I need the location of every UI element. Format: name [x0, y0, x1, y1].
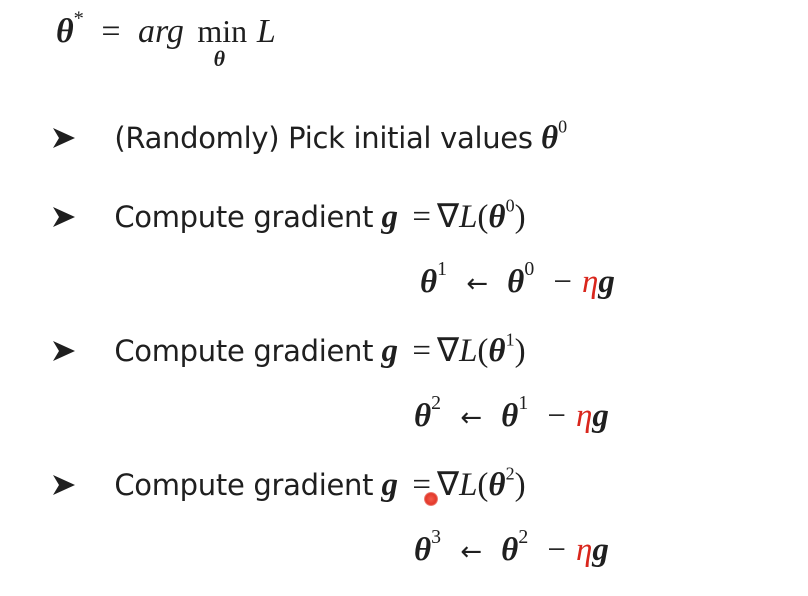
nabla-symbol: ∇	[436, 333, 460, 369]
equals-sign: =	[412, 199, 431, 235]
learning-rate-eta: η	[582, 264, 599, 300]
loss-symbol: L	[256, 13, 276, 50]
update-step-3: θ3 ← θ2 −ηg	[414, 527, 609, 569]
open-paren: (	[477, 333, 489, 369]
left-arrow-icon: ←	[460, 537, 482, 567]
laser-pointer-icon	[424, 492, 438, 506]
theta-symbol: θ	[488, 333, 506, 369]
theta-superscript: 2	[505, 463, 515, 484]
nabla-symbol: ∇	[436, 199, 460, 235]
open-paren: (	[477, 199, 489, 235]
theta-superscript: 0	[505, 195, 515, 216]
arrowhead-bullet-icon	[53, 475, 75, 495]
update-step-1: θ1 ← θ0 −ηg	[420, 259, 615, 301]
learning-rate-eta: η	[576, 398, 593, 434]
left-arrow-icon: ←	[466, 269, 488, 299]
learning-rate-eta: η	[576, 532, 593, 568]
theta-superscript: 3	[431, 526, 442, 549]
arrowhead-bullet-icon	[53, 207, 75, 227]
arrowhead-bullet-icon	[53, 341, 75, 361]
star-superscript: *	[73, 7, 84, 30]
minus-sign: −	[547, 532, 566, 568]
gradient-g-symbol: g	[381, 199, 399, 235]
minus-sign: −	[547, 398, 566, 434]
nabla-symbol: ∇	[436, 467, 460, 503]
theta-symbol: θ	[501, 398, 519, 434]
theta-star-symbol: θ	[56, 13, 74, 50]
bullet-compute-gradient-2: Compute gradient g =∇L(θ2)	[52, 464, 526, 504]
arg-text: arg	[137, 13, 184, 50]
min-subscript-theta: θ	[213, 46, 226, 71]
objective-formula: θ* = arg min θ L	[56, 8, 276, 71]
theta-symbol: θ	[540, 120, 559, 156]
open-paren: (	[477, 467, 489, 503]
gradient-g-symbol: g	[592, 532, 609, 568]
close-paren: )	[514, 199, 526, 235]
gradient-g-symbol: g	[381, 467, 399, 503]
theta-symbol: θ	[420, 264, 438, 300]
theta-superscript: 0	[558, 116, 568, 137]
theta-symbol: θ	[507, 264, 525, 300]
equals-sign: =	[412, 333, 431, 369]
close-paren: )	[514, 333, 526, 369]
theta-symbol: θ	[414, 532, 432, 568]
equals-sign: =	[101, 13, 121, 50]
bullet-compute-gradient-1: Compute gradient g =∇L(θ1)	[52, 330, 526, 370]
minus-sign: −	[553, 264, 572, 300]
bullet-text: Compute gradient	[114, 200, 374, 234]
bullet-compute-gradient-0: Compute gradient g =∇L(θ0)	[52, 196, 526, 236]
theta-superscript: 1	[518, 392, 529, 415]
theta-symbol: θ	[501, 532, 519, 568]
loss-symbol: L	[459, 333, 478, 369]
theta-symbol: θ	[488, 467, 506, 503]
theta-superscript: 1	[505, 329, 515, 350]
gradient-g-symbol: g	[381, 333, 399, 369]
bullet-text: (Randomly) Pick initial values	[114, 121, 533, 155]
bullet-text: Compute gradient	[114, 334, 374, 368]
left-arrow-icon: ←	[460, 403, 482, 433]
bullet-text: Compute gradient	[114, 468, 374, 502]
theta-superscript: 0	[524, 258, 535, 281]
theta-superscript: 2	[518, 526, 529, 549]
update-step-2: θ2 ← θ1 −ηg	[414, 393, 609, 435]
bullet-pick-initial: (Randomly) Pick initial values θ0	[52, 116, 568, 160]
loss-symbol: L	[459, 199, 478, 235]
theta-superscript: 2	[431, 392, 442, 415]
min-text: min	[197, 13, 248, 49]
theta-symbol: θ	[414, 398, 432, 434]
loss-symbol: L	[459, 467, 478, 503]
min-operator: min θ	[197, 12, 247, 71]
theta-symbol: θ	[488, 199, 506, 235]
gradient-g-symbol: g	[592, 398, 609, 434]
close-paren: )	[514, 467, 526, 503]
theta-superscript: 1	[437, 258, 448, 281]
arrowhead-bullet-icon	[53, 128, 75, 148]
gradient-g-symbol: g	[598, 264, 615, 300]
